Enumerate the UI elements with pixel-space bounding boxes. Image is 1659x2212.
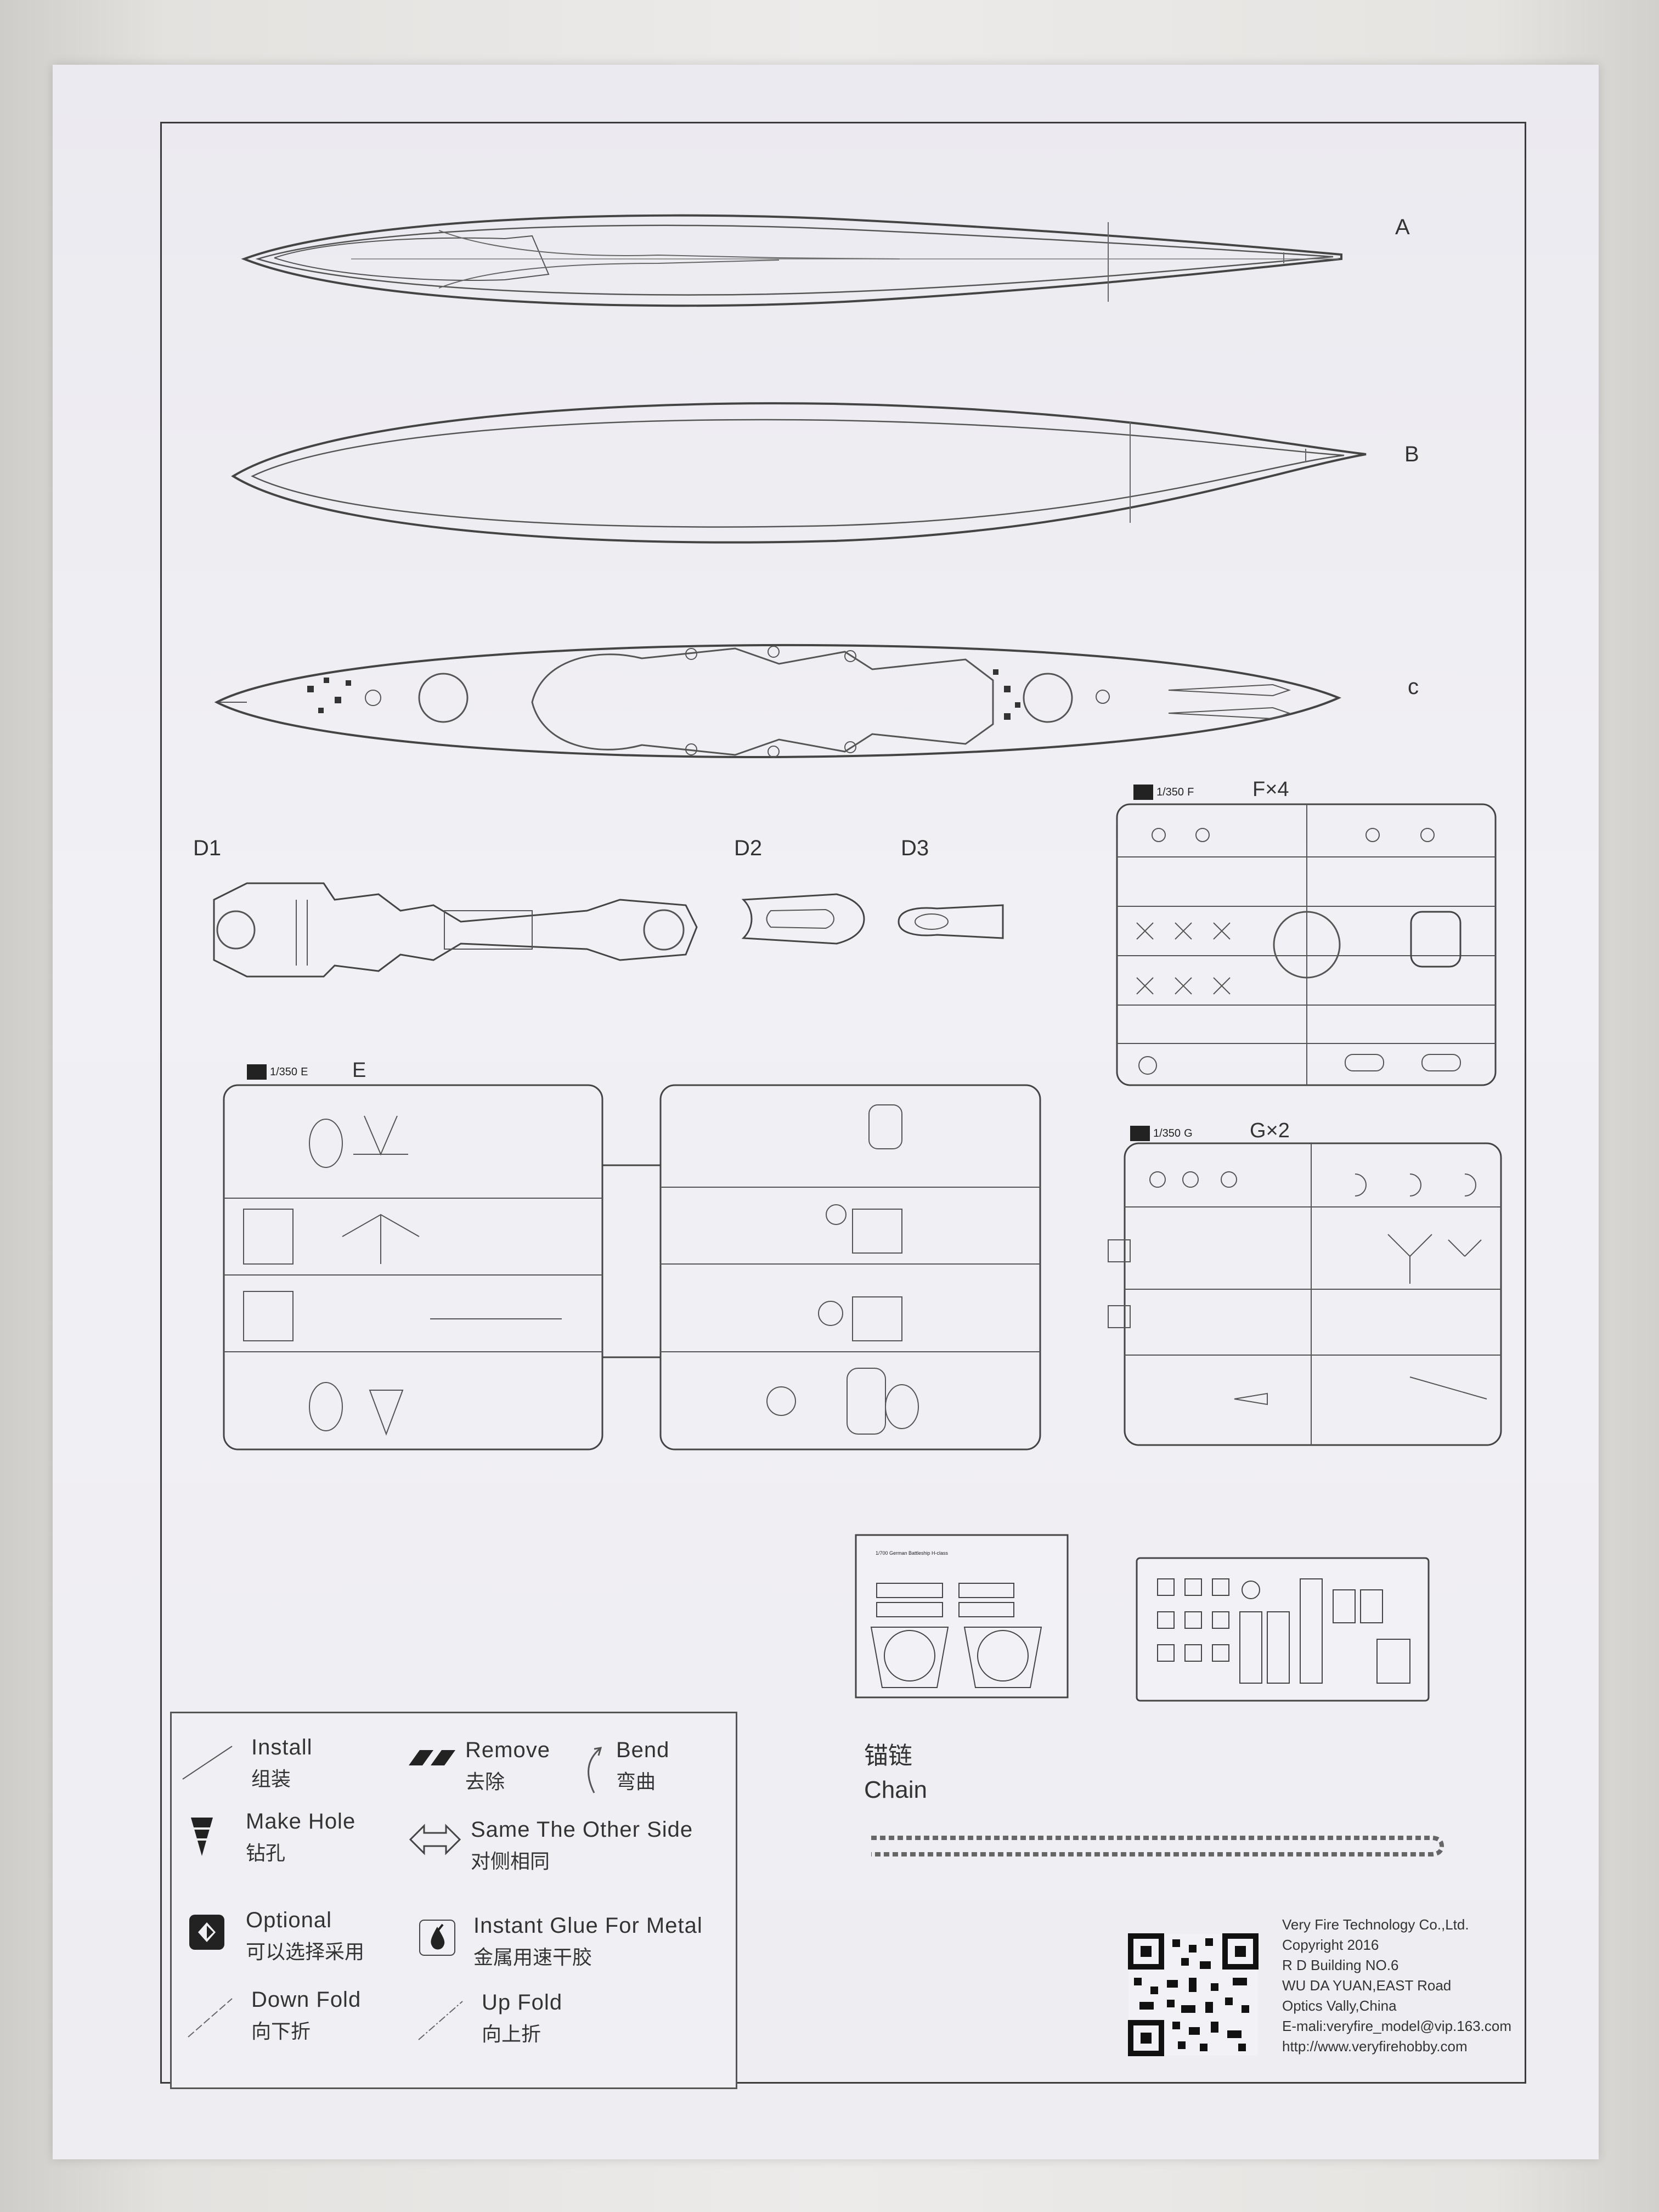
sprue-e-scale-badge: 1/350 E bbox=[247, 1064, 308, 1080]
same-side-label: Same The Other Side bbox=[471, 1818, 693, 1842]
sprue-f-scale-letter: F bbox=[1187, 786, 1194, 798]
install-label: Install bbox=[251, 1735, 313, 1759]
brand-mark-icon bbox=[247, 1064, 267, 1080]
double-arrow-icon bbox=[409, 1824, 461, 1855]
company-address-2: WU DA YUAN,EAST Road bbox=[1282, 1977, 1452, 1994]
down-fold-label-cn: 向下折 bbox=[251, 2020, 311, 2042]
legend-same-side: Same The Other Side 对侧相同 bbox=[408, 1818, 693, 1874]
sprue-g-scale-letter: G bbox=[1184, 1127, 1193, 1139]
down-fold-label: Down Fold bbox=[251, 1988, 362, 2012]
photo-etch-title: 1/700 German Battleship H-class bbox=[876, 1550, 949, 1556]
down-fold-line-icon bbox=[188, 1998, 233, 2038]
up-fold-label: Up Fold bbox=[482, 1990, 563, 2015]
remove-label-cn: 去除 bbox=[465, 1770, 505, 1793]
hull-part-b-drawing bbox=[231, 402, 1367, 544]
company-address-1: R D Building NO.6 bbox=[1282, 1957, 1399, 1973]
sprue-g-drawing bbox=[1108, 1142, 1502, 1446]
instant-glue-label-cn: 金属用速干胶 bbox=[473, 1946, 592, 1968]
remove-cut-icon bbox=[409, 1750, 455, 1765]
chain-label-en: Chain bbox=[864, 1776, 927, 1803]
legend-install: Install 组装 bbox=[182, 1735, 313, 1792]
legend-remove: Remove 去除 bbox=[408, 1738, 550, 1795]
company-info: Very Fire Technology Co.,Ltd. Copyright … bbox=[1282, 1915, 1511, 2057]
sprue-e-scale-letter: E bbox=[301, 1065, 308, 1078]
sprue-e-scale-text: 1/350 bbox=[270, 1065, 298, 1078]
legend-down-fold: Down Fold 向下折 bbox=[188, 1988, 361, 2044]
sprue-e-drawing bbox=[223, 1084, 1041, 1451]
sprue-g-label: G×2 bbox=[1250, 1119, 1290, 1142]
brand-mark-icon bbox=[1133, 785, 1153, 800]
bend-arrow-icon bbox=[588, 1747, 602, 1793]
company-name: Very Fire Technology Co.,Ltd. bbox=[1282, 1916, 1469, 1933]
optional-label: Optional bbox=[246, 1908, 332, 1932]
sprue-g-scale-badge: 1/350 G bbox=[1130, 1126, 1193, 1141]
bend-label-cn: 弯曲 bbox=[616, 1770, 656, 1793]
chain-label-cn: 锚链 bbox=[864, 1742, 912, 1769]
sprue-f-label: F×4 bbox=[1252, 778, 1289, 801]
deck-part-c-drawing bbox=[214, 644, 1342, 759]
legend-up-fold: Up Fold 向上折 bbox=[418, 1990, 563, 2047]
chain-label: 锚链 Chain bbox=[864, 1739, 927, 1807]
company-copyright: Copyright 2016 bbox=[1282, 1937, 1379, 1953]
legend-make-hole: Make Hole 钻孔 bbox=[188, 1809, 356, 1866]
instant-glue-label: Instant Glue For Metal bbox=[473, 1914, 703, 1938]
install-label-cn: 组装 bbox=[251, 1768, 291, 1790]
part-d1-label: D1 bbox=[193, 836, 222, 860]
company-address-3: Optics Vally,China bbox=[1282, 1997, 1397, 2014]
up-fold-label-cn: 向上折 bbox=[482, 2023, 541, 2045]
optional-icon bbox=[189, 1915, 224, 1950]
hull-part-b-label: B bbox=[1404, 442, 1419, 466]
sheet-border bbox=[160, 122, 1526, 2084]
part-d2-drawing bbox=[741, 893, 865, 945]
anchor-chain-drawing bbox=[871, 1836, 1444, 1857]
glue-drop-icon bbox=[419, 1920, 455, 1956]
sprue-e-label: E bbox=[352, 1059, 366, 1082]
photo-etch-sheet-1 bbox=[855, 1534, 1069, 1699]
remove-label: Remove bbox=[465, 1738, 550, 1762]
hull-part-a-label: A bbox=[1395, 215, 1410, 239]
sprue-f-scale-badge: 1/350 F bbox=[1133, 785, 1194, 800]
hull-part-a-drawing bbox=[241, 214, 1342, 307]
part-d3-label: D3 bbox=[901, 836, 929, 860]
make-hole-label: Make Hole bbox=[246, 1809, 356, 1833]
optional-label-cn: 可以选择采用 bbox=[246, 1940, 365, 1963]
qr-code bbox=[1128, 1933, 1259, 2056]
legend-bend: Bend 弯曲 bbox=[578, 1738, 669, 1795]
legend-instant-glue: Instant Glue For Metal 金属用速干胶 bbox=[419, 1914, 703, 1970]
sprue-g-scale-text: 1/350 bbox=[1153, 1127, 1181, 1139]
make-hole-label-cn: 钻孔 bbox=[246, 1842, 286, 1864]
company-website: http://www.veryfirehobby.com bbox=[1282, 2038, 1468, 2055]
symbol-legend: Install 组装 Remove 去除 Bend 弯曲 Make Hole 钻… bbox=[170, 1712, 737, 2089]
part-d3-drawing bbox=[898, 904, 1004, 939]
photo-etch-sheet-2 bbox=[1136, 1557, 1430, 1702]
legend-optional: Optional 可以选择采用 bbox=[188, 1908, 364, 1965]
brand-mark-icon bbox=[1130, 1126, 1150, 1141]
drill-hole-icon bbox=[191, 1818, 213, 1856]
part-d2-label: D2 bbox=[734, 836, 763, 860]
bend-label: Bend bbox=[616, 1738, 670, 1762]
company-email: E-mali:veryfire_model@vip.163.com bbox=[1282, 2018, 1511, 2034]
deck-part-c-label: c bbox=[1408, 675, 1419, 699]
up-fold-line-icon bbox=[418, 2001, 463, 2040]
sprue-f-drawing bbox=[1116, 803, 1497, 1086]
part-d1-drawing bbox=[213, 882, 698, 978]
same-side-label-cn: 对侧相同 bbox=[471, 1850, 550, 1872]
install-line-icon bbox=[182, 1746, 233, 1780]
sprue-f-scale-text: 1/350 bbox=[1156, 786, 1184, 798]
